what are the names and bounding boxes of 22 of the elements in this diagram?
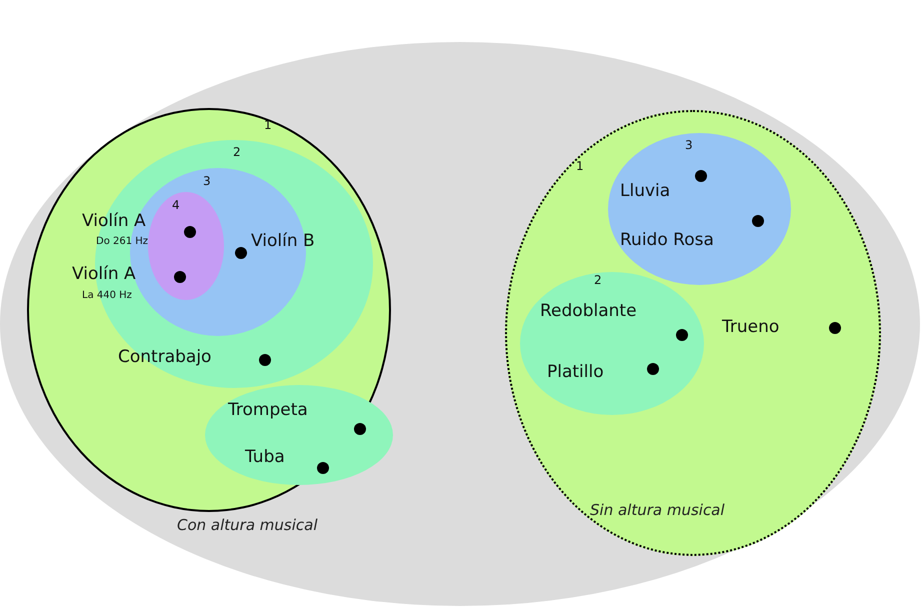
instrument-name: Contrabajo (118, 349, 212, 366)
instrument-name: Trueno (722, 319, 780, 336)
instrument-name: Trompeta (228, 402, 308, 419)
set-number: 3 (203, 175, 211, 187)
instrument-name: Lluvia (620, 183, 670, 200)
instrument-name: Violín A (72, 266, 136, 283)
set-caption: Con altura musical (177, 518, 318, 533)
instrument-name: Redoblante (540, 303, 637, 320)
instrument-name: Tuba (245, 449, 285, 466)
set-caption: Sin altura musical (590, 503, 725, 518)
instrument-name: Platillo (547, 364, 604, 381)
frequency-label: Do 261 Hz (96, 237, 148, 247)
set-number: 2 (594, 274, 602, 286)
instrument-name: Violín A (82, 213, 146, 230)
set-number: 2 (233, 146, 241, 158)
instrument-name: Ruido Rosa (620, 232, 714, 249)
set-number: 1 (576, 160, 584, 172)
set-number: 4 (172, 199, 180, 211)
frequency-label: La 440 Hz (82, 291, 132, 301)
instrument-name: Violín B (251, 233, 315, 250)
set-number: 3 (685, 139, 693, 151)
set-number: 1 (264, 119, 272, 131)
